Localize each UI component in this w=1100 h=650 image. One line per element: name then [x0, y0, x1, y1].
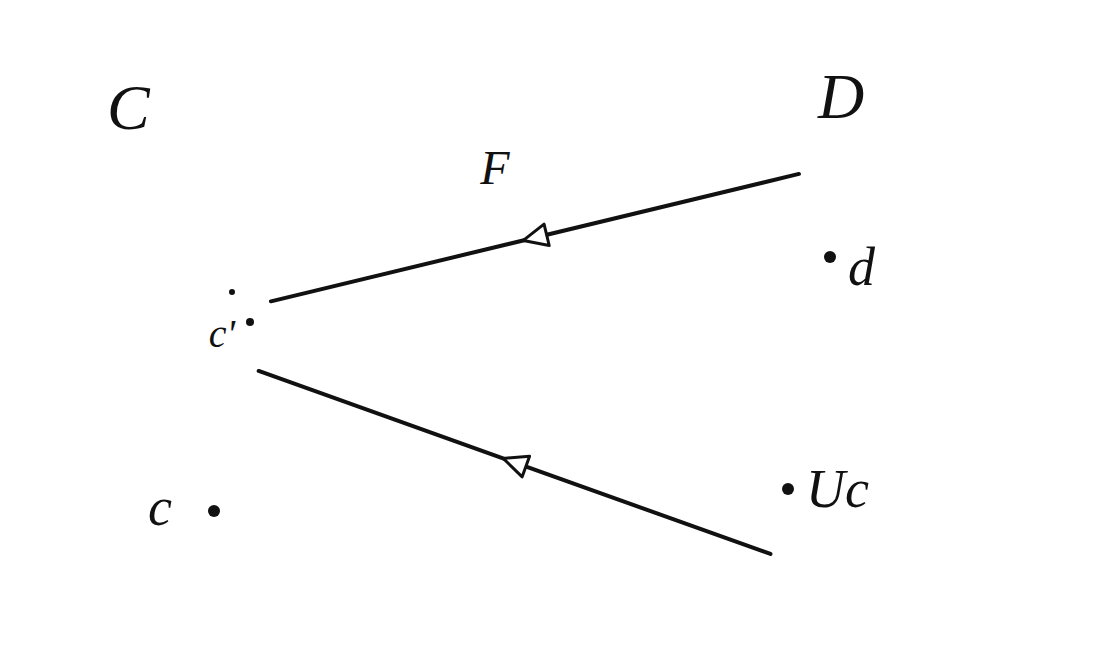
blob-outline — [65, 168, 355, 583]
object-label: Uc — [806, 462, 869, 516]
object-label: c — [148, 480, 172, 534]
point-dot — [782, 483, 794, 495]
point-dot — [246, 318, 254, 326]
category-name: D — [818, 65, 864, 129]
functor-arrow — [259, 371, 771, 554]
functor-name: F — [480, 144, 509, 192]
point-dot — [208, 505, 220, 517]
point-dot — [229, 289, 235, 295]
arrow-head — [503, 456, 529, 477]
image-circle: c' — [178, 278, 282, 382]
object-label: c' — [209, 314, 235, 354]
arrow-head — [523, 224, 549, 245]
category-blob: Cc' — [65, 168, 355, 583]
functor-arrow — [271, 174, 799, 301]
category-name: C — [107, 76, 150, 140]
object-label: d — [848, 240, 875, 294]
point-dot — [824, 251, 836, 263]
